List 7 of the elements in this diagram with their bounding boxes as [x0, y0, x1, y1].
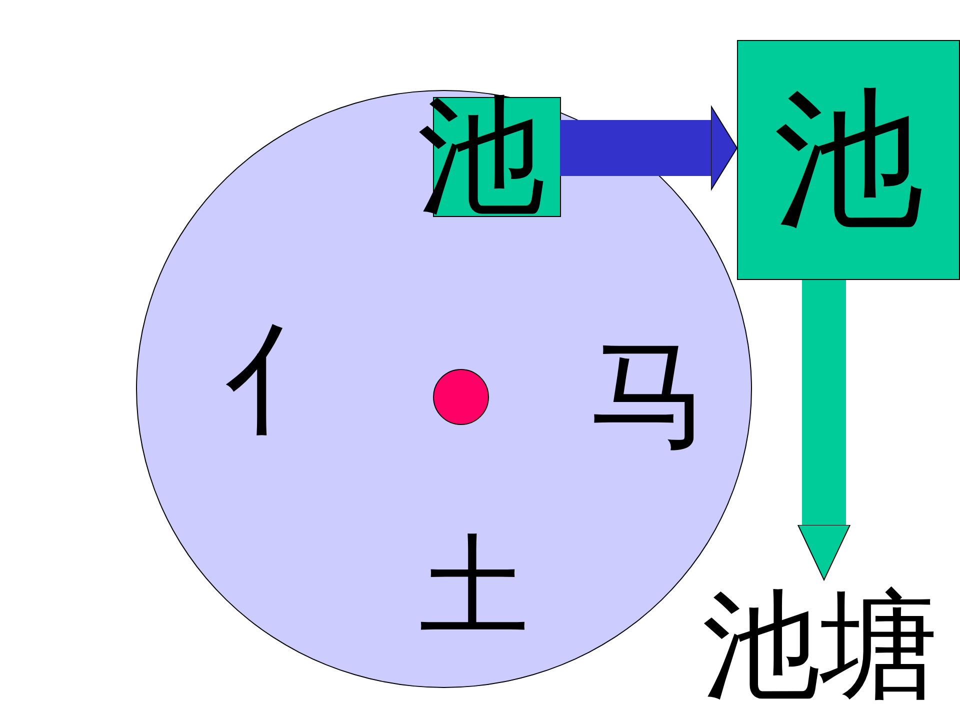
- radical-text: 土: [419, 531, 529, 641]
- character-card: [737, 40, 960, 280]
- character-text: 池塘: [702, 586, 938, 704]
- radical-text: 亻: [223, 321, 343, 441]
- character-text: 池: [774, 85, 924, 235]
- block-arrow: [798, 280, 850, 580]
- radical-text: 马: [589, 336, 709, 456]
